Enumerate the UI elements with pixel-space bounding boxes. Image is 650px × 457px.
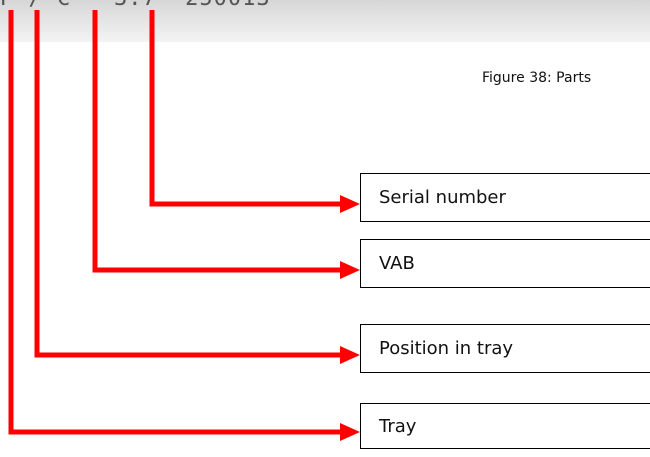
figure-caption: Figure 38: Parts xyxy=(482,70,592,86)
arrowhead-serial-number xyxy=(340,195,360,213)
callout-position-in-tray: Position in tray xyxy=(360,324,650,373)
label-photo: P / C 3.7 250013 xyxy=(0,0,650,42)
leader-serial-number xyxy=(149,10,340,207)
leader-tray xyxy=(8,10,340,435)
leader-position-in-tray xyxy=(34,10,340,358)
callout-serial-number: Serial number xyxy=(360,173,650,222)
arrowhead-position-in-tray xyxy=(340,346,360,364)
arrowhead-tray xyxy=(340,423,360,441)
callout-tray: Tray xyxy=(360,403,650,449)
callout-vab: VAB xyxy=(360,239,650,288)
arrowhead-vab xyxy=(340,261,360,279)
label-print-text: P / C 3.7 250013 xyxy=(0,0,271,11)
leader-vab xyxy=(92,10,340,273)
